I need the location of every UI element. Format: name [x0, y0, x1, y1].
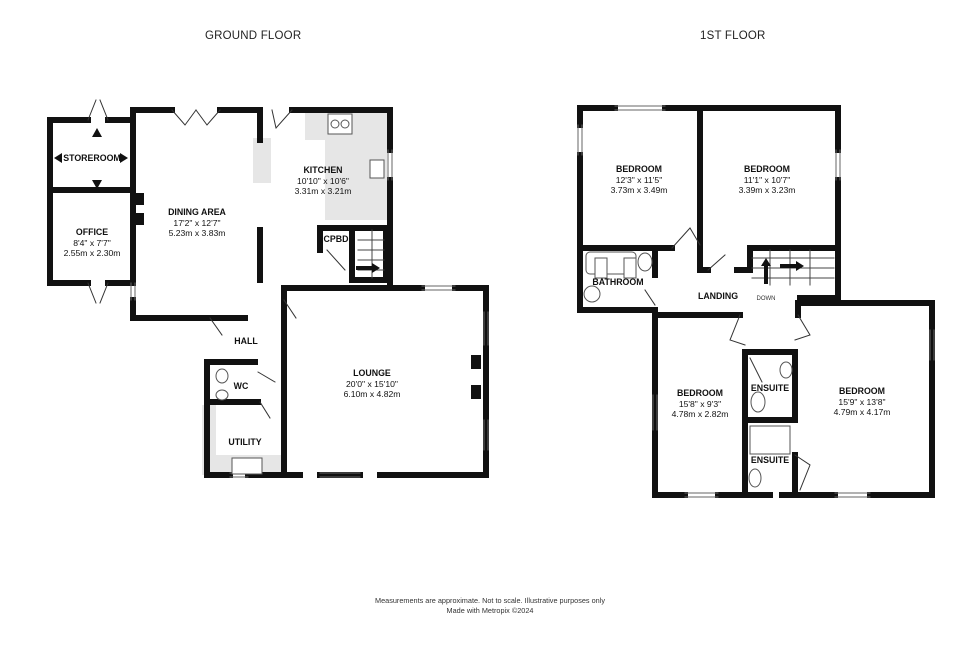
room-label-office: OFFICE 8'4" x 7'7" 2.55m x 2.30m [63, 227, 121, 258]
room-label-ensuite-1: ENSUITE [750, 383, 790, 393]
room-label-hall: HALL [234, 336, 258, 346]
room-label-bedroom-2: BEDROOM 11'1" x 10'7" 3.39m x 3.23m [738, 164, 796, 195]
room-label-lounge: LOUNGE 20'0" x 15'10" 6.10m x 4.82m [343, 368, 401, 399]
room-label-bedroom-3: BEDROOM 15'8" x 9'3" 4.78m x 2.82m [671, 388, 729, 419]
room-label-wc: WC [233, 381, 249, 391]
room-label-bathroom: BATHROOM [592, 277, 644, 287]
ground-floor-title: GROUND FLOOR [205, 30, 302, 42]
footer-disclaimer: Measurements are approximate. Not to sca… [375, 596, 605, 605]
room-label-ensuite-2: ENSUITE [750, 455, 790, 465]
room-label-cpbd: CPBD [323, 234, 349, 244]
room-label-utility: UTILITY [228, 437, 262, 447]
room-label-bedroom-4: BEDROOM 15'9" x 13'8" 4.79m x 4.17m [833, 386, 891, 417]
room-label-storeroom: STOREROOM [63, 153, 121, 163]
room-label-bedroom-1: BEDROOM 12'3" x 11'5" 3.73m x 3.49m [610, 164, 668, 195]
first-floor-plan [577, 105, 935, 498]
room-label-landing: LANDING [697, 291, 739, 301]
footer-credit: Made with Metropix ©2024 [446, 606, 534, 615]
first-floor-title: 1ST FLOOR [700, 30, 766, 42]
ground-floor-plan [47, 99, 489, 478]
stairs-down-label: DOWN [756, 296, 776, 302]
room-label-kitchen: KITCHEN 10'10" x 10'6" 3.31m x 3.21m [294, 165, 352, 196]
room-label-dining-area: DINING AREA 17'2" x 12'7" 5.23m x 3.83m [168, 207, 226, 238]
